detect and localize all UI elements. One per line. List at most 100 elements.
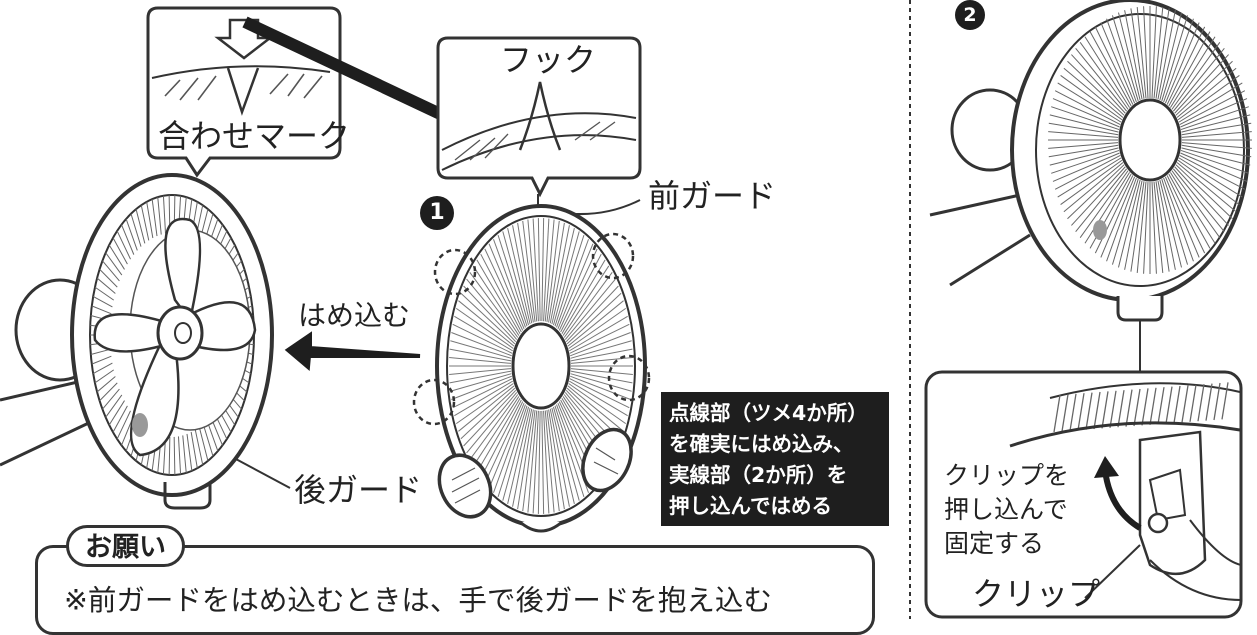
guard-wire	[1180, 149, 1249, 174]
guard-wire	[1048, 131, 1119, 138]
guard-wire	[1067, 60, 1125, 116]
guard-wire	[1071, 54, 1126, 114]
guard-wire	[1100, 22, 1136, 104]
guard-wire	[1117, 179, 1141, 268]
guard-wire	[1178, 157, 1243, 198]
guard-wire	[1136, 7, 1147, 99]
guard-wire	[1051, 106, 1120, 131]
instruction-line-2: を確実にはめ込み、	[669, 432, 854, 456]
guard-wire	[548, 409, 565, 510]
guard-wire	[1164, 22, 1200, 104]
guard-wire	[1125, 389, 1133, 427]
instruction-line-4: 押し込んではめる	[669, 494, 832, 518]
guard-wire	[546, 410, 560, 512]
guard-wire	[450, 373, 512, 392]
guard-wire	[1094, 175, 1134, 254]
guard-wire	[1151, 181, 1157, 274]
guard-wire	[112, 237, 128, 265]
guard-wire	[449, 370, 512, 384]
guard-wire	[1159, 12, 1183, 101]
guard-wire	[1189, 384, 1197, 422]
guard-wire	[1179, 155, 1246, 190]
guard-wire	[570, 332, 631, 357]
guard-wire	[94, 286, 115, 301]
guard-wire	[543, 218, 550, 322]
guard-wire	[570, 368, 633, 375]
guard-wire	[96, 376, 116, 393]
guard-wire	[1168, 31, 1211, 107]
guard-wire	[151, 199, 158, 237]
guard-wire	[549, 225, 570, 324]
guard-wire	[1109, 390, 1117, 428]
guard-wire	[1094, 26, 1134, 105]
guard-wire	[116, 410, 131, 440]
guard-wire	[451, 375, 512, 400]
diagram-artwork	[0, 0, 1252, 619]
guard-wire	[125, 218, 138, 251]
guard-wire	[1153, 181, 1164, 273]
guard-wire	[91, 355, 112, 365]
guard-wire	[480, 399, 522, 479]
guard-wire	[466, 392, 518, 454]
guard-wire	[502, 231, 530, 326]
guard-wire	[1181, 122, 1252, 136]
guard-wire	[1169, 36, 1216, 108]
guard-wire	[472, 396, 520, 467]
guard-wire	[1149, 387, 1157, 425]
guard-wire	[557, 243, 594, 330]
guard-wire	[460, 387, 516, 440]
guard-wire	[452, 378, 513, 409]
guard-wire	[493, 239, 526, 328]
guard-wire	[570, 348, 633, 362]
guard-wire	[92, 362, 113, 375]
guard-wire	[552, 231, 580, 326]
guard-wire	[454, 380, 513, 417]
hook-label: フック	[500, 41, 597, 79]
guard-wire	[527, 219, 538, 322]
step-2-badge: 2	[955, 0, 985, 30]
guard-wire	[1141, 388, 1149, 426]
guard-wire	[449, 368, 512, 375]
guard-wire	[146, 201, 154, 239]
guard-wire	[1161, 15, 1189, 102]
clip-callout	[924, 370, 1243, 619]
guard-wire	[567, 300, 624, 347]
front-guard	[412, 199, 651, 533]
guard-wire	[1079, 42, 1129, 110]
guard-wire	[1157, 180, 1176, 270]
guard-wire	[1106, 18, 1137, 103]
guard-wire	[569, 315, 628, 352]
guard-wire	[1181, 114, 1251, 133]
guard-wire	[1051, 149, 1120, 174]
guard-wire	[92, 295, 113, 308]
guard-wire	[451, 332, 512, 357]
guard-wire	[569, 378, 630, 409]
guard-wire	[1053, 394, 1061, 433]
guard-wire	[102, 260, 120, 282]
guard-wire	[469, 272, 519, 338]
guard-wire	[544, 219, 555, 322]
clip-instruction-line-1: クリップを	[944, 461, 1070, 490]
guard-wire	[554, 234, 585, 327]
guard-wire	[1171, 42, 1221, 110]
guard-wire	[1171, 170, 1221, 238]
guard-wire	[1172, 47, 1225, 112]
guard-wire	[1181, 142, 1252, 149]
step-1-badge: 1	[420, 196, 454, 230]
guard-wire	[108, 244, 125, 270]
guard-wire	[537, 410, 541, 514]
guard-wire	[567, 385, 624, 432]
guard-wire	[1213, 382, 1221, 421]
guard-wire	[1155, 8, 1170, 99]
guard-wire	[1063, 162, 1124, 213]
push-in-arrow	[284, 331, 421, 372]
guard-wire	[177, 436, 182, 475]
guard-wire	[502, 406, 530, 501]
guard-wire	[1178, 82, 1243, 123]
guard-wire	[1049, 114, 1119, 133]
guard-wire	[562, 265, 610, 336]
guard-wire	[1054, 155, 1121, 190]
guard-wire	[140, 205, 150, 241]
guard-wire	[157, 197, 162, 235]
guard-wire	[202, 423, 214, 457]
